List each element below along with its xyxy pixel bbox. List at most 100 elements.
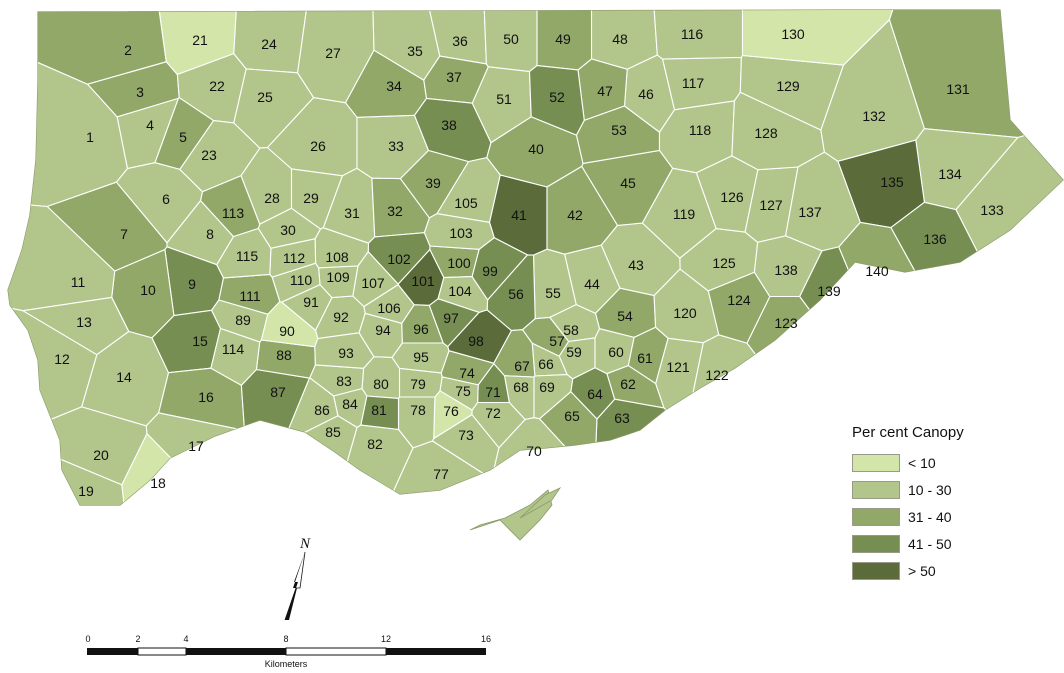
legend-swatch	[852, 481, 900, 499]
neighbourhood-label-45: 45	[620, 175, 636, 191]
neighbourhood-label-134: 134	[938, 166, 962, 182]
neighbourhood-label-58: 58	[563, 322, 579, 338]
neighbourhood-label-126: 126	[720, 189, 744, 205]
neighbourhood-label-60: 60	[608, 344, 624, 360]
neighbourhood-label-79: 79	[410, 376, 426, 392]
neighbourhood-label-115: 115	[236, 248, 259, 264]
neighbourhood-label-68: 68	[513, 379, 529, 395]
neighbourhood-label-111: 111	[239, 288, 260, 304]
neighbourhood-label-24: 24	[261, 36, 277, 52]
neighbourhood-label-16: 16	[198, 389, 214, 405]
neighbourhood-label-22: 22	[209, 78, 225, 94]
neighbourhood-label-75: 75	[455, 383, 471, 399]
neighbourhood-region-69	[533, 374, 574, 420]
neighbourhood-label-40: 40	[528, 141, 544, 157]
neighbourhood-label-139: 139	[817, 283, 841, 299]
neighbourhood-label-29: 29	[303, 190, 319, 206]
neighbourhood-label-99: 99	[482, 263, 498, 279]
neighbourhood-label-31: 31	[344, 205, 360, 221]
neighbourhood-region-17	[145, 412, 278, 505]
neighbourhood-label-28: 28	[264, 190, 280, 206]
legend-swatch	[852, 508, 900, 526]
neighbourhood-label-55: 55	[545, 285, 561, 301]
neighbourhood-label-8: 8	[206, 226, 214, 242]
neighbourhood-label-69: 69	[539, 379, 555, 395]
neighbourhood-label-73: 73	[458, 427, 474, 443]
neighbourhood-label-50: 50	[503, 31, 519, 47]
north-arrow-label: N	[299, 536, 311, 552]
neighbourhood-label-80: 80	[373, 376, 389, 392]
scale-segment	[386, 648, 486, 655]
scale-tick-label: 8	[283, 634, 288, 644]
neighbourhood-label-4: 4	[146, 117, 154, 133]
neighbourhood-label-1: 1	[86, 129, 94, 145]
legend-item: < 10	[852, 451, 1012, 475]
neighbourhood-label-95: 95	[413, 349, 429, 365]
neighbourhood-label-114: 114	[222, 341, 245, 357]
legend-item: 10 - 30	[852, 478, 1012, 502]
neighbourhood-label-132: 132	[862, 108, 886, 124]
neighbourhood-label-102: 102	[387, 251, 411, 267]
neighbourhood-label-33: 33	[388, 138, 404, 154]
neighbourhood-label-122: 122	[705, 367, 729, 383]
neighbourhood-label-129: 129	[776, 78, 800, 94]
neighbourhood-label-106: 106	[377, 300, 401, 316]
neighbourhood-label-78: 78	[410, 402, 426, 418]
neighbourhood-label-30: 30	[280, 222, 296, 238]
neighbourhood-label-121: 121	[666, 359, 690, 375]
neighbourhood-label-44: 44	[584, 276, 600, 292]
neighbourhood-label-113: 113	[222, 205, 245, 221]
scale-unit-label: Kilometers	[265, 659, 308, 669]
neighbourhood-label-135: 135	[880, 174, 904, 190]
neighbourhood-label-77: 77	[433, 466, 449, 482]
neighbourhood-label-41: 41	[511, 207, 527, 223]
neighbourhood-label-19: 19	[78, 483, 94, 499]
neighbourhood-label-104: 104	[448, 283, 472, 299]
neighbourhood-label-91: 91	[303, 294, 319, 310]
neighbourhood-label-15: 15	[192, 333, 208, 349]
neighbourhood-label-64: 64	[587, 386, 603, 402]
scale-segment	[137, 647, 187, 656]
neighbourhood-region-114	[210, 327, 261, 386]
neighbourhood-label-101: 101	[411, 273, 435, 289]
scale-tick-label: 16	[481, 634, 491, 644]
neighbourhood-label-54: 54	[617, 308, 633, 324]
neighbourhood-label-65: 65	[564, 408, 580, 424]
neighbourhood-label-49: 49	[555, 31, 571, 47]
neighbourhood-label-42: 42	[567, 207, 583, 223]
neighbourhood-region-103	[423, 213, 495, 250]
neighbourhood-label-59: 59	[566, 344, 582, 360]
neighbourhood-label-140: 140	[865, 263, 889, 279]
legend-label: > 50	[908, 563, 936, 579]
neighbourhood-label-43: 43	[628, 257, 644, 273]
neighbourhood-label-34: 34	[386, 78, 402, 94]
neighbourhood-label-125: 125	[712, 255, 736, 271]
neighbourhood-region-85	[266, 415, 358, 505]
neighbourhood-label-13: 13	[76, 314, 92, 330]
neighbourhood-label-21: 21	[192, 32, 208, 48]
neighbourhood-label-93: 93	[338, 345, 354, 361]
neighbourhood-label-70: 70	[526, 443, 542, 459]
neighbourhood-label-17: 17	[188, 438, 204, 454]
neighbourhood-label-105: 105	[454, 195, 478, 211]
north-arrow: N	[284, 536, 311, 621]
neighbourhood-label-136: 136	[923, 231, 947, 247]
neighbourhood-label-48: 48	[612, 31, 628, 47]
neighbourhood-label-26: 26	[310, 138, 326, 154]
neighbourhood-label-12: 12	[54, 351, 70, 367]
neighbourhood-label-38: 38	[441, 117, 457, 133]
neighbourhood-label-88: 88	[276, 347, 292, 363]
scale-bar: 0 2 4 8 12 16 Kilometers	[85, 634, 491, 669]
neighbourhood-label-110: 110	[290, 272, 313, 288]
neighbourhood-label-103: 103	[449, 225, 473, 241]
map-legend: Per cent Canopy < 10 10 - 30 31 - 40 41 …	[852, 424, 1012, 586]
neighbourhood-label-76: 76	[443, 403, 459, 419]
legend-item: > 50	[852, 559, 1012, 583]
north-arrow-outline	[284, 551, 306, 621]
neighbourhood-region-104	[437, 276, 489, 313]
neighbourhood-label-51: 51	[496, 91, 512, 107]
neighbourhood-label-52: 52	[549, 89, 565, 105]
neighbourhood-label-47: 47	[597, 83, 613, 99]
